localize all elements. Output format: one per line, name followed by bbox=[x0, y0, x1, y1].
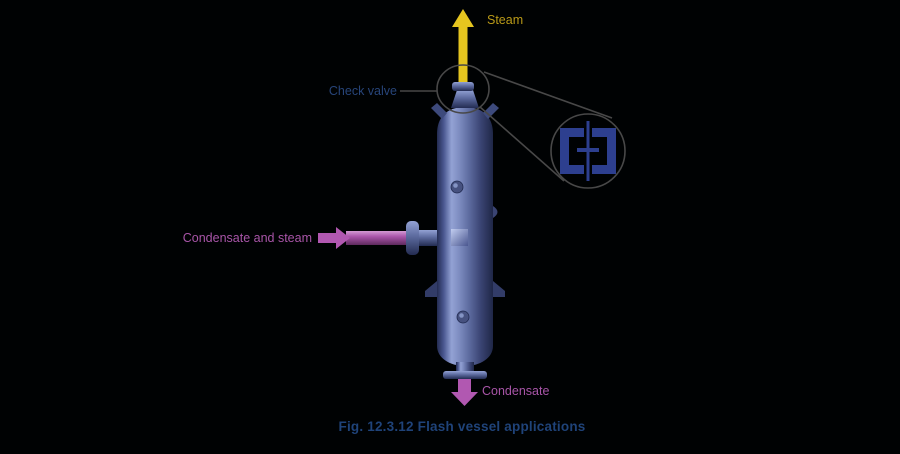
side-nub-right bbox=[493, 206, 498, 218]
inlet-flange bbox=[406, 221, 419, 255]
reflection-patch bbox=[451, 229, 468, 246]
detail-zoom-circle bbox=[550, 113, 626, 189]
check-valve-body bbox=[451, 90, 479, 108]
detail-connector-bottom bbox=[479, 106, 565, 182]
vessel-bottom-cap bbox=[437, 346, 493, 366]
steam-arrow-head bbox=[452, 9, 474, 27]
figure-caption: Fig. 12.3.12 Flash vessel applications bbox=[339, 419, 586, 434]
vessel-top-dome bbox=[437, 107, 493, 138]
support-lug-left bbox=[425, 281, 437, 297]
detail-disc-crossbar bbox=[577, 148, 599, 152]
outlet-flange bbox=[443, 371, 487, 379]
detail-right-web bbox=[607, 128, 616, 174]
dome-stub-right bbox=[483, 103, 499, 119]
steam-arrow bbox=[452, 9, 474, 84]
inlet-stub bbox=[419, 230, 437, 246]
check-valve-cap bbox=[452, 82, 474, 91]
inlet-arrow bbox=[318, 227, 350, 249]
boss-lower-highlight bbox=[459, 313, 464, 318]
condensate-arrows bbox=[318, 227, 478, 406]
steam-pipe bbox=[458, 27, 468, 84]
inlet-label: Condensate and steam bbox=[183, 231, 312, 245]
steam-label: Steam bbox=[487, 13, 523, 27]
outlet-arrow-shaft bbox=[458, 379, 471, 392]
detail-left-web bbox=[560, 128, 569, 174]
check-valve-label: Check valve bbox=[329, 84, 397, 98]
boss-upper-highlight bbox=[453, 183, 458, 188]
detail-connector-top bbox=[483, 71, 613, 119]
dome-stub-left bbox=[431, 103, 447, 119]
check-valve-circle bbox=[436, 64, 490, 114]
detail-left-bottom-flange bbox=[560, 165, 584, 174]
annotations bbox=[400, 64, 626, 189]
support-lug-right bbox=[493, 281, 505, 297]
outlet-label: Condensate bbox=[482, 384, 549, 398]
check-valve-detail bbox=[560, 121, 616, 181]
detail-right-top-flange bbox=[592, 128, 616, 137]
outlet-pipe bbox=[456, 362, 474, 372]
vessel bbox=[406, 82, 505, 379]
inlet-pipe bbox=[346, 231, 408, 245]
outlet-arrow-head bbox=[451, 392, 478, 406]
check-valve bbox=[451, 82, 479, 108]
detail-left-top-flange bbox=[560, 128, 584, 137]
detail-right-bottom-flange bbox=[592, 165, 616, 174]
